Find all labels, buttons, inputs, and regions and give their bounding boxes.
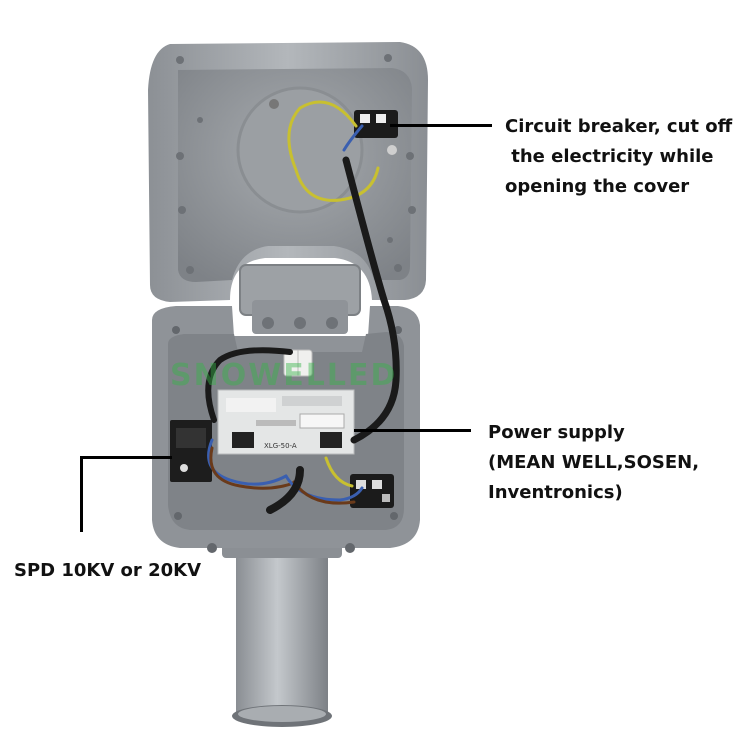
power-supply-leader-line [354,429,471,432]
power-supply-label-line-1: Power supply [488,422,625,443]
spd-leader-line-vertical [80,456,83,532]
spd-label: SPD 10KV or 20KV [14,556,201,586]
circuit-breaker-label-line-2: the electricity while [505,146,714,167]
circuit-breaker [354,110,398,155]
spd-module [170,420,212,482]
terminal-block-bottom [350,474,394,508]
spd-label-line-1: SPD 10KV or 20KV [14,560,201,581]
terminal-block-top [283,349,313,377]
breaker-leader-line [390,124,492,127]
driver-model-text: XLG-50-A [264,442,297,450]
watermark-logo: SNOWELLED [170,358,397,393]
circuit-breaker-label-line-3: opening the cover [505,176,690,197]
hinge [239,264,361,334]
spd-leader-line-horizontal [80,456,172,459]
circuit-breaker-label-line-1: Circuit breaker, cut off [505,116,733,137]
wiring [205,100,400,514]
pole-pipe [222,540,342,727]
circuit-breaker-label: Circuit breaker, cut off the electricity… [505,112,732,202]
power-supply-label-line-2: (MEAN WELL,SOSEN, [488,452,700,473]
power-supply-driver: XLG-50-A [217,389,355,455]
power-supply-label: Power supply (MEAN WELL,SOSEN, Inventron… [488,418,699,508]
open-cover [148,42,428,302]
power-supply-label-line-3: Inventronics) [488,482,623,503]
